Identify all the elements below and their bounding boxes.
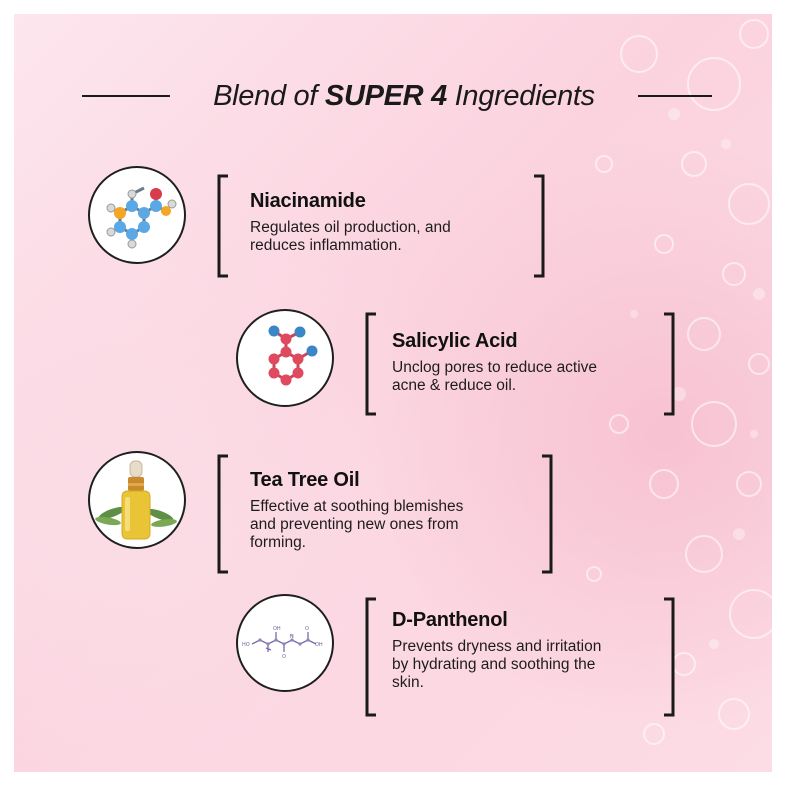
ingredient-description: Regulates oil production, and reduces in… [250,219,451,255]
ingredient-name: Salicylic Acid [392,330,518,352]
description-line: and preventing new ones from [250,516,459,533]
title-prefix: Blend of [213,80,325,112]
bracket-left [365,597,376,717]
title-divider-right [638,95,712,97]
bracket-right [664,597,675,717]
description-line: Unclog pores to reduce active [392,359,598,376]
molecule-icon [268,325,318,386]
ingredient-image-circle [88,451,186,549]
bracket-left [217,454,228,574]
description-line: acne & reduce oil. [392,377,517,394]
description-line: skin. [392,674,424,691]
title-row: Blend of SUPER 4 Ingredients [14,76,772,116]
page-title: Blend of SUPER 4 Ingredients [170,76,638,116]
description-line: forming. [250,534,306,551]
title-divider-left [82,95,170,97]
ingredient-image-circle [236,309,334,407]
bracket-right [664,312,675,416]
structural-formula-icon: HO OH O NH O OH [242,626,323,660]
ingredient-name: D-Panthenol [392,609,508,631]
ingredients-panel: Blend of SUPER 4 Ingredients [14,14,772,772]
title-highlight: SUPER 4 [324,80,447,112]
molecule-icon [106,186,177,249]
ingredient-description: Prevents dryness and irritation by hydra… [392,638,601,692]
bracket-left [217,174,228,278]
description-line: Prevents dryness and irritation [392,638,602,655]
description-line: Regulates oil production, and [250,219,451,236]
ingredient-description: Unclog pores to reduce active acne & red… [392,359,597,395]
svg-text:OH: OH [273,626,281,632]
ingredient-description: Effective at soothing blemishes and prev… [250,498,463,552]
svg-text:H: H [290,634,293,638]
bracket-right [534,174,545,278]
title-suffix: Ingredients [446,80,596,112]
svg-text:O: O [305,626,309,632]
description-line: by hydrating and soothing the [392,656,596,673]
svg-text:HO: HO [242,642,250,648]
ingredient-name: Tea Tree Oil [250,469,360,491]
svg-text:O: O [282,654,286,660]
oil-dropper-icon [95,460,177,540]
svg-text:OH: OH [315,642,323,648]
ingredient-name: Niacinamide [250,190,366,212]
description-line: reduces inflammation. [250,237,402,254]
foam-bubbles-decoration [586,19,772,745]
ingredient-image-circle [88,166,186,264]
bracket-right [542,454,553,574]
description-line: Effective at soothing blemishes [250,498,464,515]
svg-text:N: N [290,634,294,640]
bracket-left [365,312,376,416]
